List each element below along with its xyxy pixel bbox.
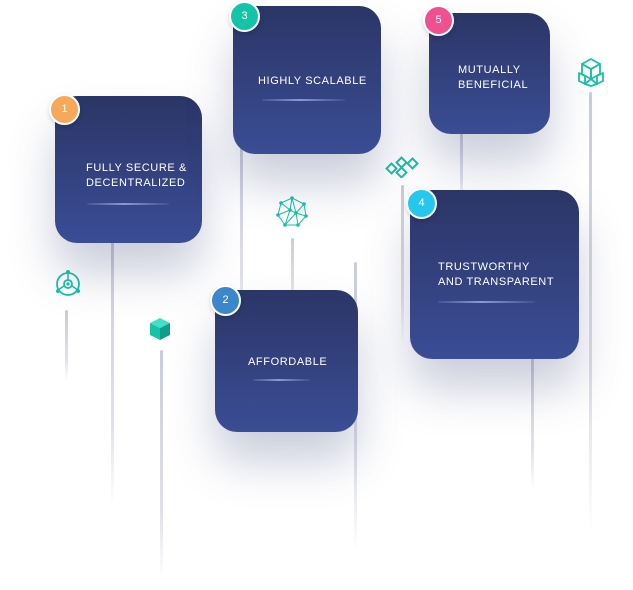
feature-card-5: MUTUALLY BENEFICIAL [429, 13, 550, 134]
pole [291, 238, 294, 308]
feature-card-1: FULLY SECURE & DECENTRALIZED [55, 96, 202, 243]
chain-link-icon [385, 156, 419, 178]
feature-badge-1: 1 [49, 94, 80, 125]
feature-card-4-label: TRUSTWORTHY AND TRANSPARENT [438, 261, 555, 288]
feature-card-2-label: AFFORDABLE [248, 356, 328, 368]
feature-card-3: HIGHLY SCALABLE [233, 6, 381, 154]
blocks-cluster-icon [578, 58, 604, 87]
pole [65, 310, 68, 380]
feature-card-5-label: MUTUALLY BENEFICIAL [458, 64, 529, 91]
feature-card-3-label: HIGHLY SCALABLE [258, 75, 367, 87]
feature-card-1-label: FULLY SECURE & DECENTRALIZED [86, 162, 187, 189]
feature-badge-4: 4 [406, 188, 437, 219]
feature-card-2: AFFORDABLE [215, 290, 358, 432]
network-node-icon [56, 270, 80, 296]
feature-badge-2: 2 [210, 285, 241, 316]
feature-card-4: TRUSTWORTHY AND TRANSPARENT [410, 190, 579, 359]
feature-card-1-underline [87, 203, 169, 205]
mesh-network-icon [276, 196, 308, 227]
pole [401, 185, 404, 345]
feature-card-3-underline [262, 99, 345, 101]
feature-badge-3: 3 [229, 1, 260, 32]
pole [111, 235, 114, 505]
feature-card-4-underline [438, 301, 535, 303]
pole [531, 350, 534, 490]
cube-icon [150, 318, 170, 340]
pole [160, 350, 163, 580]
feature-badge-5: 5 [423, 5, 454, 36]
pole [589, 92, 592, 532]
feature-card-2-underline [253, 379, 310, 381]
pole [460, 128, 463, 203]
pole [240, 145, 243, 335]
